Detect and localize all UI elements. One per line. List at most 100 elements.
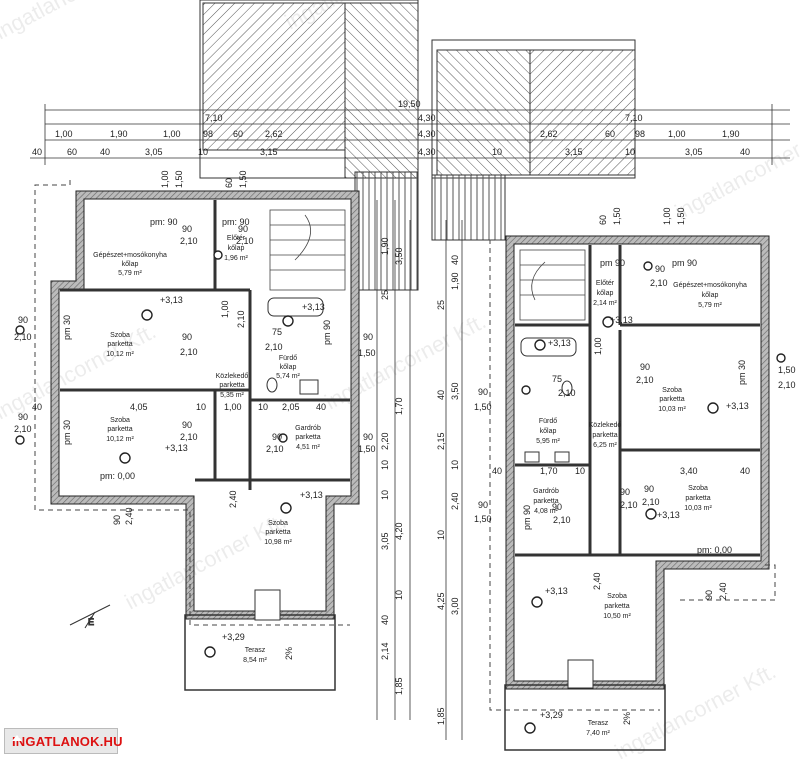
window-label: 2,40 (718, 582, 728, 600)
window-label: 1,00 (160, 170, 170, 188)
door-label: 2,10 (236, 236, 254, 246)
room-area: 10,12 m² (106, 351, 134, 358)
room-name: Terasz (588, 720, 609, 727)
window-label: 2,10 (14, 332, 32, 342)
window-label: 1,50 (778, 365, 796, 375)
room-area: 5,95 m² (536, 438, 560, 445)
door-label: 2,10 (180, 236, 198, 246)
dim-label: 4,30 (418, 147, 436, 157)
dim-label: 2,40 (592, 572, 602, 590)
room-floor: parketta (659, 396, 684, 403)
dim-label: 4,05 (130, 402, 148, 412)
window-label: 1,50 (612, 207, 622, 225)
room-floor: parketta (265, 529, 290, 536)
dim-label: 60 (67, 147, 77, 157)
room-name: Terasz (245, 647, 266, 654)
room-name: Fürdő (279, 355, 297, 362)
dim-label: 1,70 (394, 397, 404, 415)
door-label: 90 (620, 487, 630, 497)
dim-label: 60 (605, 129, 615, 139)
dim-label: 40 (740, 147, 750, 157)
right-unit-walls (489, 235, 786, 751)
room-floor: parketta (533, 498, 558, 505)
dim-label: 19,50 (398, 99, 421, 109)
door-label: pm 30 (62, 420, 72, 445)
door-label: 2,10 (650, 278, 668, 288)
window-label: 1,00 (662, 207, 672, 225)
room-area: 1,96 m² (224, 255, 248, 262)
dim-label: 1,90 (380, 237, 390, 255)
level-label: +3,13 (610, 315, 633, 325)
room-area: 7,40 m² (586, 730, 610, 737)
room-name: Szoba (688, 485, 708, 492)
svg-text:É: É (88, 617, 94, 627)
window-label: 1,50 (358, 348, 376, 358)
dim-label: 3,15 (260, 147, 278, 157)
left-unit-room-labels: Gépészet+mosókonyha kőlap 5,79 m² Előtér… (93, 235, 321, 664)
dim-label: 4,30 (418, 129, 436, 139)
window-label: 2,10 (14, 424, 32, 434)
room-area: 5,79 m² (118, 270, 142, 277)
dim-label: 1,00 (224, 402, 242, 412)
room-name: Szoba (607, 593, 627, 600)
level-label: +3,13 (165, 443, 188, 453)
dim-label: 25 (380, 290, 390, 300)
door-label: 2,10 (266, 444, 284, 454)
door-label: pm 90 (322, 320, 332, 345)
room-area: 6,25 m² (593, 442, 617, 449)
door-label: 90 (655, 264, 665, 274)
room-area: 5,74 m² (276, 373, 300, 380)
room-area: 10,03 m² (684, 505, 712, 512)
window-label: 1,50 (676, 207, 686, 225)
slope-label: 2% (284, 647, 294, 660)
dim-label: 40 (436, 390, 446, 400)
dim-label: 10 (450, 460, 460, 470)
dim-label: 1,70 (540, 466, 558, 476)
level-marker-icon (521, 261, 786, 734)
room-floor: parketta (107, 426, 132, 433)
room-floor: kőlap (540, 428, 557, 435)
level-label: +3,13 (300, 490, 323, 500)
right-unit-annotations: +3,13 +3,13 +3,13 +3,13 +3,13 +3,29 pm: … (474, 207, 796, 725)
window-label: 90 (363, 332, 373, 342)
level-label: +3,13 (545, 586, 568, 596)
door-label: 90 (182, 224, 192, 234)
door-label: pm 90 (600, 258, 625, 268)
dim-label: 40 (380, 615, 390, 625)
dim-label: 10 (394, 590, 404, 600)
level-marker-icon (15, 250, 294, 658)
door-label: 90 (182, 332, 192, 342)
door-label: 2,10 (636, 375, 654, 385)
room-area: 5,35 m² (220, 392, 244, 399)
door-label: 2,10 (265, 342, 283, 352)
dim-label: 60 (233, 129, 243, 139)
door-label: 90 (644, 484, 654, 494)
roof-hatching (199, 0, 636, 291)
door-label: pm: 90 (222, 217, 250, 227)
room-floor: parketta (685, 495, 710, 502)
dim-label: 3,00 (450, 597, 460, 615)
room-name: Szoba (110, 332, 130, 339)
room-name: Fürdő (539, 418, 557, 425)
room-name: Szoba (268, 520, 288, 527)
dim-label: 10 (380, 490, 390, 500)
room-floor: kőlap (228, 245, 245, 252)
dim-label: 7,10 (625, 113, 643, 123)
middle-dimension-lines (376, 200, 463, 740)
dim-label: 2,40 (228, 490, 238, 508)
room-name: Gépészet+mosókonyha (93, 252, 167, 259)
ingatlanok-logo[interactable]: INGATLANOK.HU (4, 728, 122, 754)
dim-label: 98 (635, 129, 645, 139)
door-label: 75 (272, 327, 282, 337)
dim-label: 4,20 (394, 522, 404, 540)
door-label: 2,10 (558, 388, 576, 398)
room-area: 4,51 m² (296, 444, 320, 451)
room-area: 10,03 m² (658, 406, 686, 413)
window-label: 1,50 (174, 170, 184, 188)
logo-text: INGATLANOK.HU (12, 733, 123, 749)
room-name: Szoba (110, 417, 130, 424)
room-floor: parketta (604, 603, 629, 610)
window-label: 1,50 (474, 514, 492, 524)
top-dimension-labels: 19,50 7,10 4,30 7,10 1,00 1,90 1,00 98 6… (32, 99, 750, 157)
